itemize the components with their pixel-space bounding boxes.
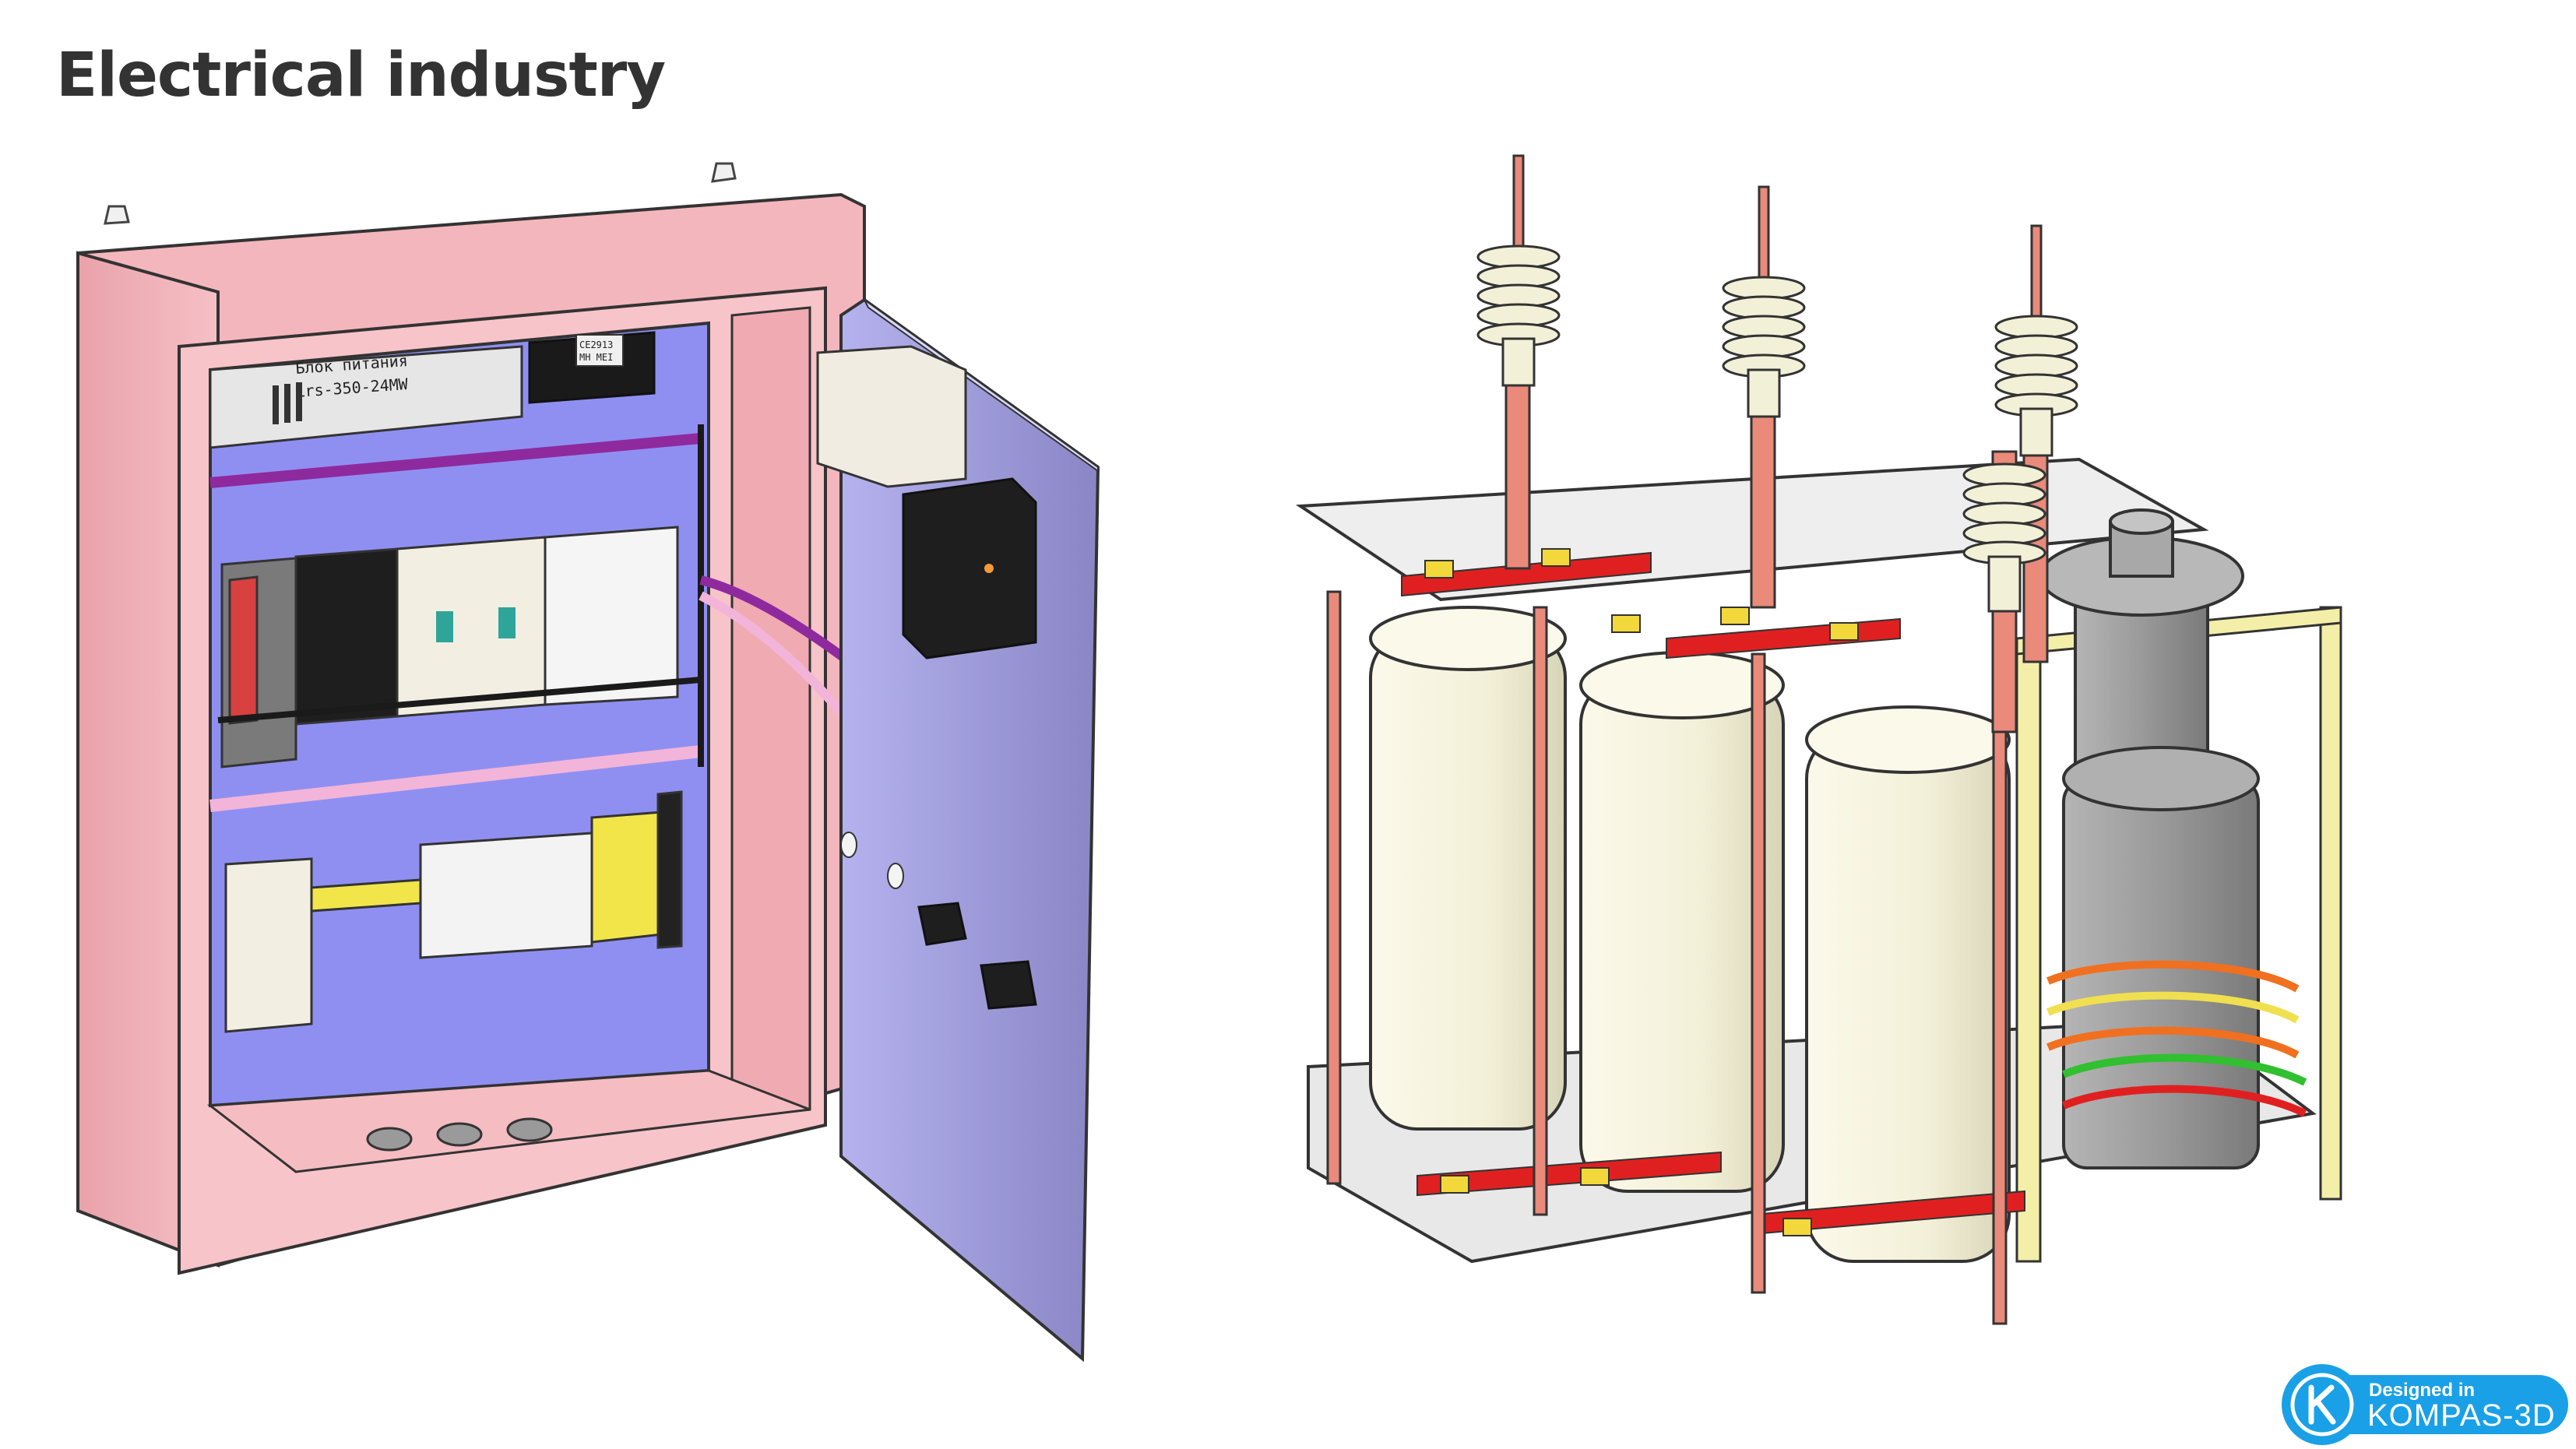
- transformer-image: [1285, 140, 2383, 1386]
- transformer-drawing: [1295, 154, 2342, 1325]
- relay-label-line2: MH MEI: [579, 352, 613, 363]
- badge-line1: Designed in: [2369, 1380, 2476, 1401]
- relay-label-line1: CE2913: [579, 339, 613, 350]
- bushings: [1476, 154, 2078, 733]
- electrical-cabinet-image: Блок питания Lrs-350-24MW CE2913 MH MEI: [62, 160, 1176, 1405]
- badge-bar: [2322, 1375, 2568, 1434]
- page-title: Electrical industry: [56, 40, 666, 111]
- cabinet-drawing: Блок питания Lrs-350-24MW CE2913 MH MEI: [76, 162, 1100, 1363]
- kompas-badge: Designed in KOMPAS-3D: [2282, 1364, 2568, 1445]
- badge-line2: KOMPAS-3D: [2367, 1398, 2556, 1433]
- kompas-logo-icon: [2290, 1373, 2354, 1437]
